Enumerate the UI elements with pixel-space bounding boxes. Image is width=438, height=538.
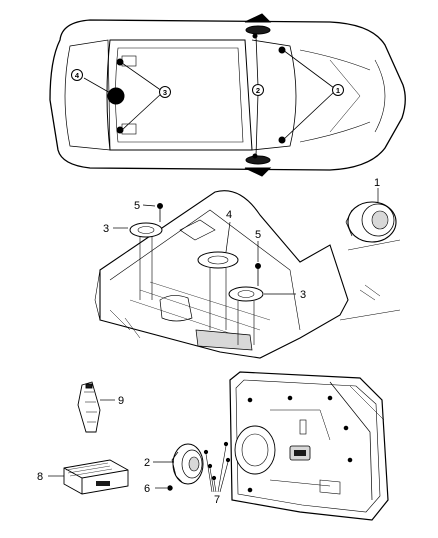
callout-screw-right: 5 <box>255 229 261 241</box>
front-speaker <box>345 201 397 243</box>
callout-vehicle-3: 3 <box>159 86 171 98</box>
svg-text:4: 4 <box>75 71 80 80</box>
callout-bracket: 9 <box>118 395 124 407</box>
callout-door-fasteners: 7 <box>214 494 220 506</box>
callout-rear-speaker-right: 3 <box>300 289 306 301</box>
svg-text:2: 2 <box>256 86 260 95</box>
callout-rear-speaker-left: 3 <box>103 223 109 235</box>
callout-amplifier: 8 <box>37 471 43 483</box>
door-fasteners <box>203 441 231 493</box>
callout-subwoofer: 4 <box>226 209 232 221</box>
amplifier-bracket <box>77 381 115 433</box>
screw-right <box>255 263 261 286</box>
callout-vehicle-4: 4 <box>71 69 83 81</box>
callout-screw-left: 5 <box>134 200 140 212</box>
callout-vehicle-1: 1 <box>332 84 344 96</box>
screw-left <box>157 203 163 222</box>
door-speaker <box>171 443 204 485</box>
callout-door-speaker: 2 <box>144 457 150 469</box>
door-panel <box>229 371 389 521</box>
callout-door-screw: 6 <box>144 483 150 495</box>
callout-vehicle-2: 2 <box>252 84 264 96</box>
shelf-leader-lines <box>113 188 379 295</box>
amplifier <box>48 459 129 495</box>
svg-text:1: 1 <box>336 86 340 95</box>
rear-speaker-left <box>129 222 163 300</box>
callout-front-speaker: 1 <box>374 177 380 189</box>
svg-text:3: 3 <box>163 88 167 97</box>
door-screw <box>155 485 173 491</box>
subwoofer <box>197 251 239 330</box>
rear-speaker-right <box>228 286 264 345</box>
vehicle-top-view <box>49 13 406 177</box>
